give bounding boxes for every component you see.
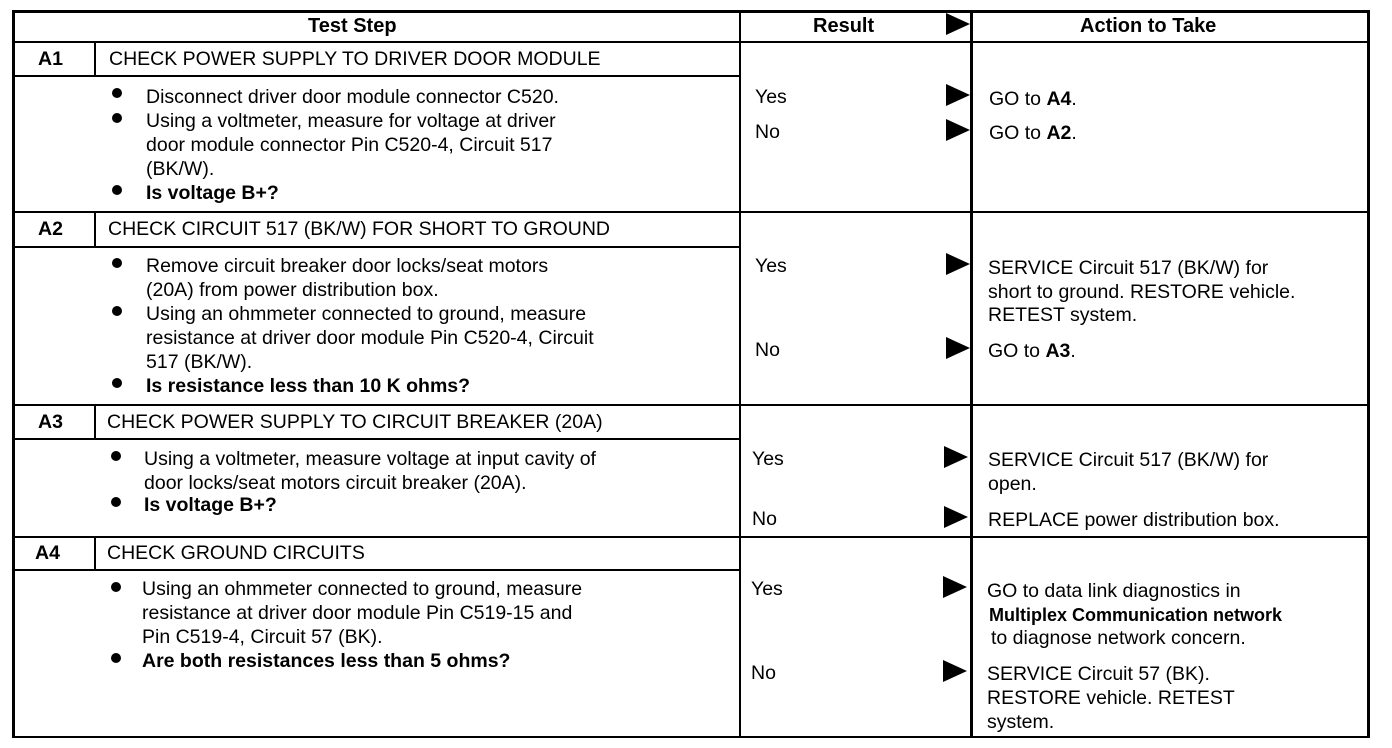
result-arrow-icon [946, 337, 970, 359]
id-divider-a4 [94, 538, 96, 570]
result-arrow-icon [943, 660, 967, 682]
step-text: Pin C519-4, Circuit 57 (BK). [142, 626, 383, 648]
result-label-no: No [755, 339, 780, 361]
action-text: to diagnose network concern. [991, 627, 1246, 649]
action-text: SERVICE Circuit 517 (BK/W) for [988, 257, 1269, 279]
id-divider-a2 [94, 213, 96, 247]
header-divider [12, 41, 1370, 43]
step-text: door locks/seat motors circuit breaker (… [144, 472, 527, 494]
id-divider-a1 [94, 43, 96, 75]
title-underline-a3 [12, 438, 741, 440]
header-action: Action to Take [1080, 15, 1217, 37]
action-text: system. [987, 711, 1055, 733]
bullet-icon [111, 451, 121, 461]
step-text: (20A) from power distribution box. [146, 279, 439, 301]
row-divider-a4 [12, 536, 1370, 538]
result-arrow-icon [944, 446, 968, 468]
table-border-right [1367, 10, 1370, 738]
row-divider-a3 [12, 404, 1370, 406]
title-underline-a2 [12, 246, 741, 248]
table-border-top [12, 10, 1370, 13]
result-label-yes: Yes [752, 448, 784, 470]
id-divider-a3 [94, 406, 96, 439]
step-text: resistance at driver door module Pin C52… [146, 327, 594, 349]
column-divider-result [739, 10, 741, 738]
result-arrow-icon [943, 576, 967, 598]
step-text: Disconnect driver door module connector … [146, 86, 559, 108]
bullet-icon [112, 306, 122, 316]
header-result: Result [813, 15, 875, 37]
result-arrow-icon [946, 253, 970, 275]
result-arrow-icon [944, 506, 968, 528]
action-text: SERVICE Circuit 517 (BK/W) for [988, 449, 1269, 471]
step-text: (BK/W). [146, 158, 215, 180]
action-text: short to ground. RESTORE vehicle. [988, 281, 1296, 303]
step-id-a3: A3 [38, 411, 63, 433]
bullet-icon [112, 185, 122, 195]
action-text: GO to data link diagnostics in [987, 580, 1241, 602]
bullet-icon [111, 497, 121, 507]
step-text: Using a voltmeter, measure for voltage a… [146, 110, 556, 132]
step-id-a2: A2 [38, 218, 63, 240]
table-border-bottom [12, 736, 1370, 738]
action-text: GO to A3. [988, 340, 1076, 362]
result-label-yes: Yes [751, 578, 783, 600]
action-text: Multiplex Communication network [989, 605, 1283, 625]
step-title-a1: CHECK POWER SUPPLY TO DRIVER DOOR MODULE [109, 48, 601, 70]
action-text: open. [988, 473, 1037, 495]
step-text: Using an ohmmeter connected to ground, m… [146, 303, 587, 325]
step-question: Is resistance less than 10 K ohms? [146, 375, 471, 397]
header-test-step: Test Step [308, 15, 397, 37]
result-arrow-icon [946, 119, 970, 141]
step-text: Using an ohmmeter connected to ground, m… [142, 578, 583, 600]
title-underline-a4 [12, 569, 741, 571]
result-label-no: No [755, 121, 780, 143]
header-arrow-icon [946, 13, 970, 35]
action-text: GO to A4. [989, 88, 1077, 110]
table-border-left [12, 10, 15, 738]
result-label-no: No [752, 508, 777, 530]
result-label-no: No [751, 662, 776, 684]
result-arrow-icon [946, 84, 970, 106]
action-text: RESTORE vehicle. RETEST [987, 687, 1235, 709]
step-text: resistance at driver door module Pin C51… [142, 602, 573, 624]
step-id-a1: A1 [38, 48, 63, 70]
result-label-yes: Yes [755, 86, 787, 108]
step-text: Remove circuit breaker door locks/seat m… [146, 255, 549, 277]
step-text: 517 (BK/W). [146, 351, 253, 373]
step-question: Is voltage B+? [144, 494, 277, 516]
action-text: REPLACE power distribution box. [988, 509, 1280, 531]
bullet-icon [112, 258, 122, 268]
step-text: door module connector Pin C520-4, Circui… [146, 134, 553, 156]
bullet-icon [112, 378, 122, 388]
title-underline-a1 [12, 75, 741, 77]
action-text: SERVICE Circuit 57 (BK). [987, 663, 1210, 685]
step-id-a4: A4 [35, 542, 60, 564]
row-divider-a2 [12, 211, 1370, 213]
bullet-icon [111, 653, 121, 663]
action-text: RETEST system. [988, 304, 1138, 326]
step-text: Using a voltmeter, measure voltage at in… [144, 448, 596, 470]
step-title-a4: CHECK GROUND CIRCUITS [107, 542, 365, 564]
action-text: GO to A2. [989, 122, 1077, 144]
bullet-icon [112, 88, 122, 98]
bullet-icon [111, 582, 121, 592]
step-title-a3: CHECK POWER SUPPLY TO CIRCUIT BREAKER (2… [107, 411, 603, 433]
bullet-icon [112, 113, 122, 123]
result-label-yes: Yes [755, 255, 787, 277]
step-question: Is voltage B+? [146, 182, 279, 204]
step-title-a2: CHECK CIRCUIT 517 (BK/W) FOR SHORT TO GR… [108, 218, 611, 240]
column-divider-action [970, 10, 973, 738]
step-question: Are both resistances less than 5 ohms? [142, 650, 511, 672]
